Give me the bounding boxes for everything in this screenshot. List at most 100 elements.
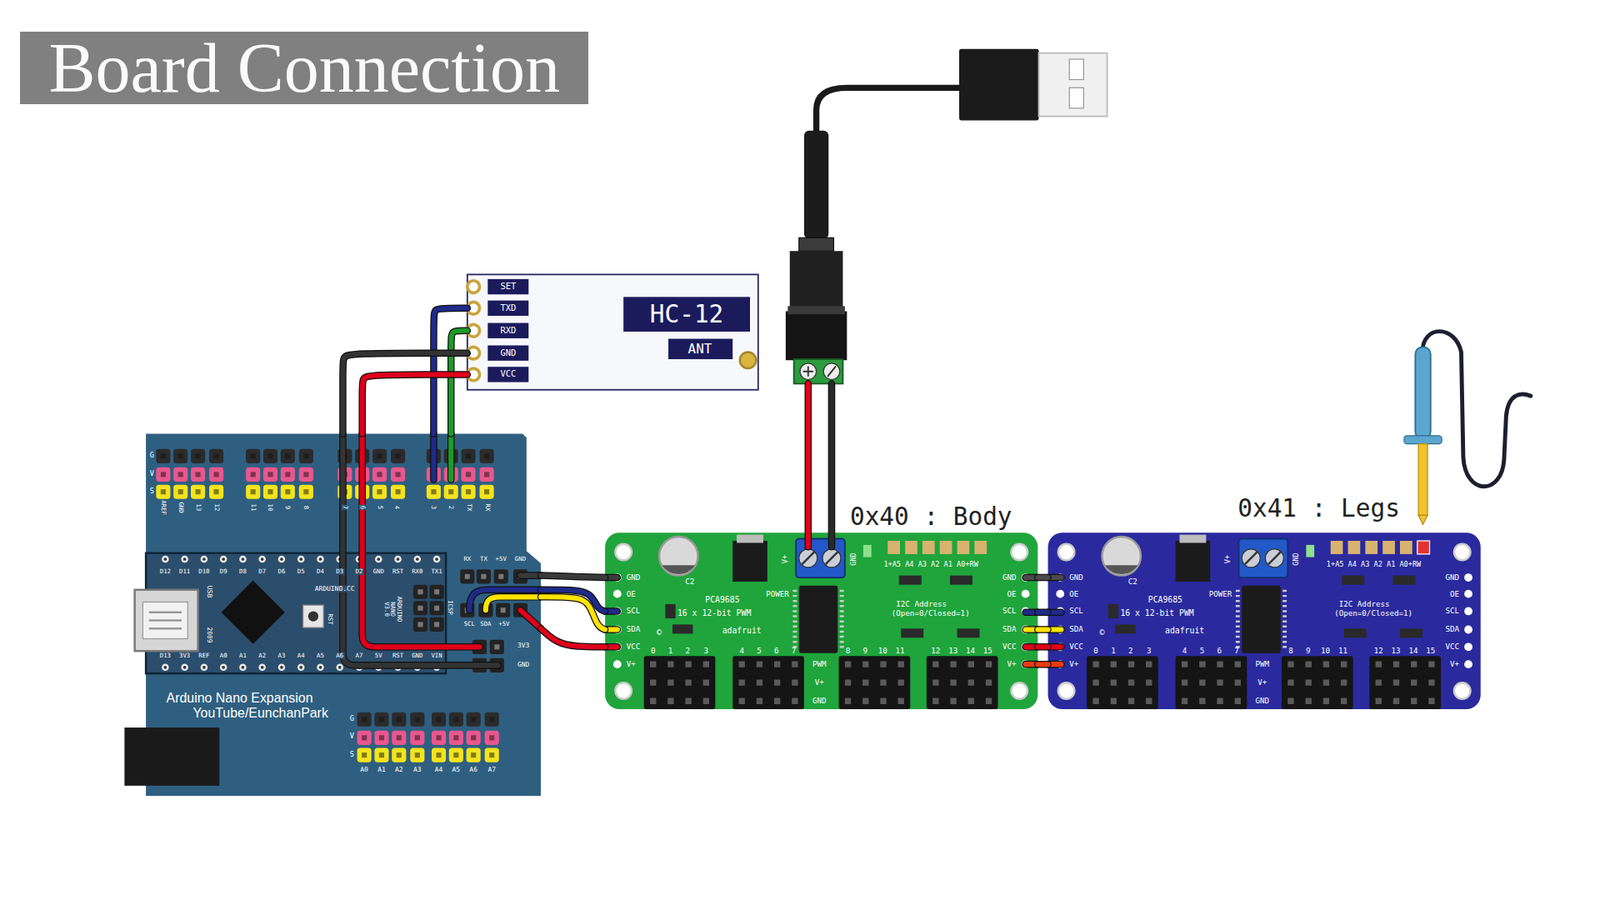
board-label: TX1 bbox=[430, 568, 443, 575]
board-label: 16 x 12-bit PWM bbox=[1120, 609, 1194, 619]
wire-core bbox=[540, 628, 605, 647]
board-label: HC-12 bbox=[650, 300, 724, 328]
wire-outline bbox=[540, 596, 605, 630]
board-label: RST bbox=[391, 568, 405, 575]
board-label: (Open=0/Closed=1) bbox=[891, 609, 970, 618]
board-label: GND bbox=[1293, 552, 1301, 565]
board-label: OE bbox=[626, 590, 636, 599]
dc-jack bbox=[803, 366, 836, 377]
wire-stub bbox=[485, 596, 541, 610]
board-label: 5V bbox=[374, 652, 384, 660]
wire-core bbox=[1037, 627, 1048, 633]
board-label: V+ bbox=[781, 555, 790, 564]
board-label: A1 bbox=[377, 766, 386, 775]
board-label: GND bbox=[1255, 696, 1270, 705]
wire-stub bbox=[520, 610, 540, 629]
wire-stub bbox=[1025, 608, 1062, 616]
board-label: PWM bbox=[1255, 660, 1270, 669]
wire-outline bbox=[433, 308, 467, 435]
expansion-board-drawing bbox=[460, 569, 475, 584]
radio-module-drawing bbox=[487, 279, 750, 383]
wire-stub bbox=[1025, 626, 1062, 632]
board-heading: 0x40 : Body bbox=[850, 502, 1013, 530]
board-label: G bbox=[350, 715, 355, 724]
board-label: SCL bbox=[1002, 606, 1017, 615]
expansion-board-drawing bbox=[308, 610, 319, 621]
board-label: 5 bbox=[1200, 646, 1205, 655]
expansion-board-drawing bbox=[165, 559, 438, 668]
soldering-iron bbox=[1422, 331, 1531, 487]
board-label: D6 bbox=[277, 568, 287, 575]
expansion-board-drawing bbox=[430, 600, 445, 615]
soldering-iron bbox=[1404, 331, 1531, 525]
board-label: GND bbox=[850, 552, 858, 565]
board-label: TXD bbox=[500, 303, 516, 313]
board-label: 11 bbox=[1338, 646, 1348, 655]
radio-module-drawing bbox=[487, 300, 529, 316]
wire bbox=[433, 308, 467, 435]
board-label: PCA9685 bbox=[1148, 595, 1183, 605]
board-label: D12 bbox=[159, 568, 172, 575]
radio-module: SETTXDRXDGNDVCCHC-12ANT bbox=[467, 274, 759, 390]
board-label: OE bbox=[1450, 590, 1460, 599]
board-label: 15 bbox=[1425, 646, 1435, 655]
wire-stub bbox=[362, 433, 480, 647]
wire-outline bbox=[1037, 608, 1048, 616]
wire-core bbox=[433, 308, 467, 435]
board-label: GND bbox=[812, 696, 827, 705]
wire-outline bbox=[1037, 643, 1048, 651]
board-label: 0 bbox=[1093, 646, 1099, 655]
board-label: V+ bbox=[1007, 660, 1017, 669]
board-label: 6 bbox=[359, 504, 366, 510]
board-label: 3 bbox=[1146, 646, 1152, 655]
expansion-board-drawing bbox=[165, 559, 438, 668]
expansion-board-drawing bbox=[303, 605, 324, 628]
usb-power-cable bbox=[1069, 87, 1084, 108]
board-label: 3V3 bbox=[178, 652, 191, 660]
board-label: 14 bbox=[1408, 646, 1418, 655]
board-label: C2 bbox=[685, 577, 695, 586]
board-label: 15 bbox=[983, 646, 993, 655]
board-label: 2009 bbox=[205, 626, 214, 643]
board-label: 10 bbox=[878, 646, 888, 655]
board-label: A7 bbox=[355, 652, 365, 660]
expansion-board-drawing bbox=[357, 712, 425, 763]
board-label: 7 bbox=[341, 504, 349, 510]
board-label: Arduino Nano Expansion bbox=[166, 690, 314, 706]
radio-module-drawing bbox=[668, 339, 733, 360]
board-label: 2 bbox=[685, 646, 691, 655]
radio-module-drawing bbox=[740, 351, 757, 369]
board-label: RX bbox=[484, 502, 491, 512]
wire-stub bbox=[342, 433, 498, 665]
board-label: 0 bbox=[650, 646, 656, 655]
board-label: © bbox=[1099, 628, 1105, 638]
board-label: OE bbox=[1007, 590, 1017, 599]
dc-jack bbox=[799, 237, 835, 251]
wire-stub bbox=[469, 590, 541, 610]
dc-jack bbox=[794, 359, 844, 384]
soldering-iron bbox=[1404, 435, 1442, 445]
wire-outline bbox=[342, 353, 467, 435]
expansion-board-drawing bbox=[124, 727, 220, 786]
board-label: 5 bbox=[375, 504, 383, 510]
wire bbox=[342, 353, 467, 435]
board-label: GND bbox=[515, 555, 526, 563]
board-label: 12 bbox=[1374, 646, 1384, 655]
board-label: A4 bbox=[435, 766, 444, 775]
board-label: ARDUINO.CC bbox=[314, 585, 356, 593]
board-label: © bbox=[656, 628, 662, 638]
board-label: D9 bbox=[219, 568, 229, 575]
board-label: 3V3 bbox=[517, 642, 530, 650]
expansion-board-drawing bbox=[337, 449, 405, 500]
dc-jack bbox=[787, 305, 845, 315]
board-label: A6 bbox=[335, 652, 345, 660]
board-label: SCL bbox=[1069, 606, 1084, 615]
board-label: (Open=0/Closed=1) bbox=[1334, 609, 1413, 618]
wire-stub bbox=[430, 433, 438, 480]
board-label: A7 bbox=[487, 766, 496, 775]
board-label: A0 bbox=[219, 652, 229, 660]
wire-stub bbox=[342, 433, 498, 665]
servo-driver-board: 0x40 : BodyC2V+GND1+A5 A4 A3 A2 A1 A0+RW… bbox=[605, 532, 1038, 710]
board-label: 6 bbox=[1216, 646, 1222, 655]
